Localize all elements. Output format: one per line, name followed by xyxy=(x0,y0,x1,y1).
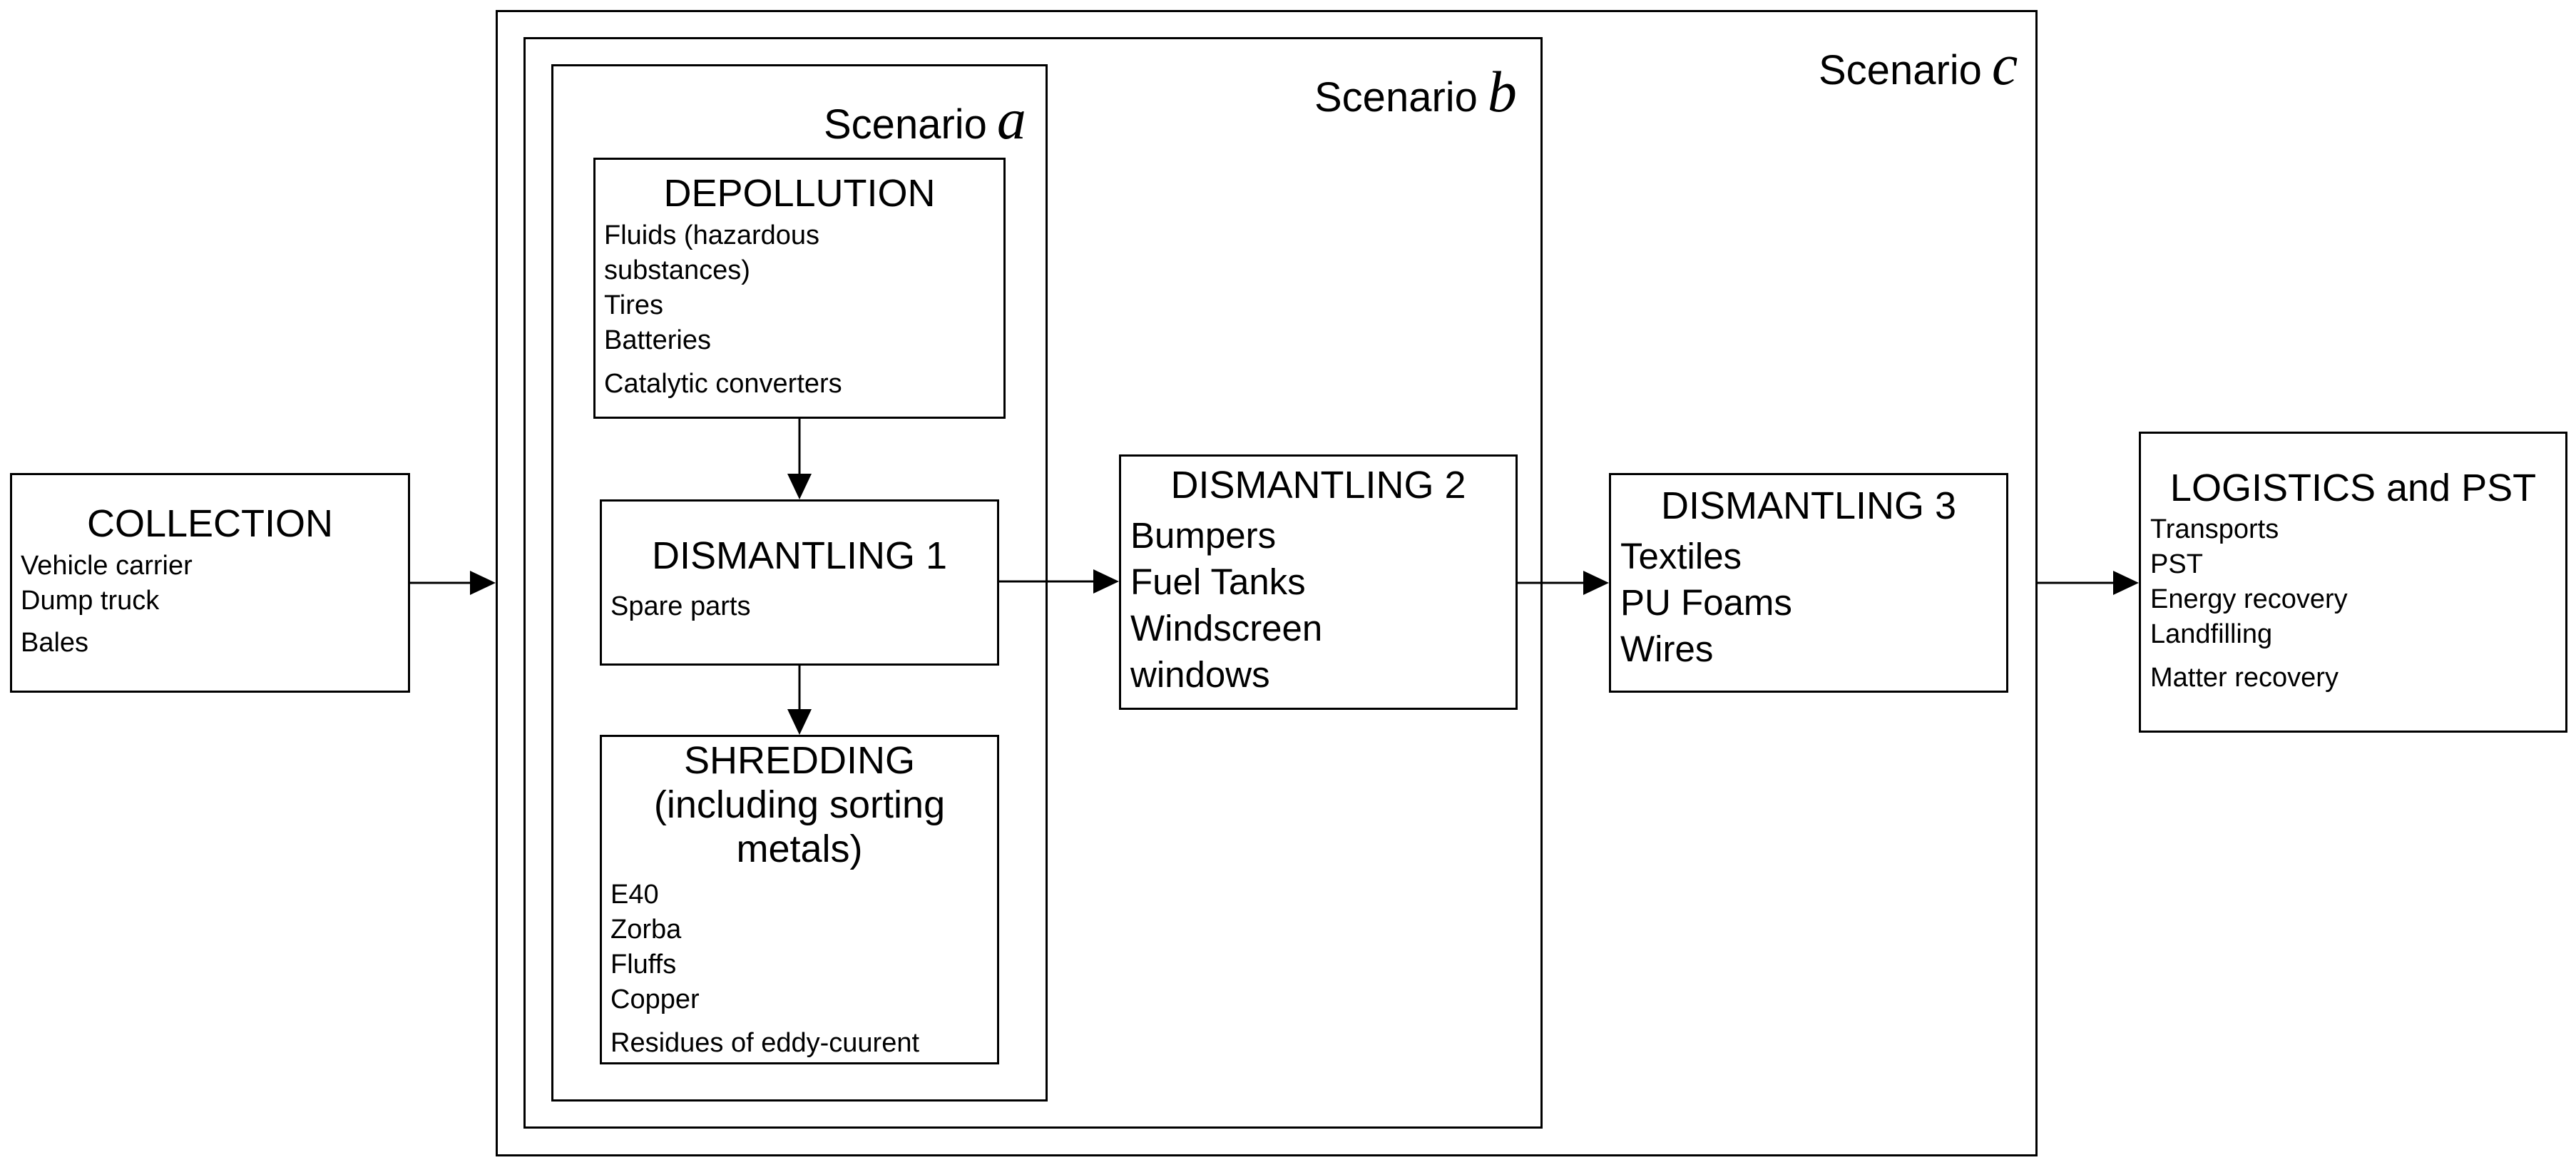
arrowhead-icon xyxy=(470,571,496,595)
dismantling-2-item: Windscreen xyxy=(1130,608,1323,648)
depollution-title: DEPOLLUTION xyxy=(663,172,936,215)
dismantling-2-item: windows xyxy=(1130,654,1270,695)
shredding-item: E40 xyxy=(610,880,659,910)
dismantling-3-item: Textiles xyxy=(1620,536,1742,576)
depollution-item: Tires xyxy=(604,290,664,320)
logistics-title: LOGISTICS and PST xyxy=(2169,467,2537,509)
arrowhead-icon xyxy=(2113,571,2139,595)
arrowhead-icon xyxy=(1093,569,1119,594)
arrowhead-icon xyxy=(787,474,812,499)
dismantling-2-box: DISMANTLING 2 Bumpers Fuel Tanks Windscr… xyxy=(1119,454,1518,710)
shredding-item: Fluffs xyxy=(610,950,677,980)
dismantling-2-item: Bumpers xyxy=(1130,515,1277,556)
logistics-item: Matter recovery xyxy=(2150,663,2339,693)
dismantling-1-box: DISMANTLING 1 Spare parts xyxy=(600,499,999,666)
shredding-title-line: metals) xyxy=(736,828,863,870)
scenario-c-word: Scenario xyxy=(1819,47,1982,93)
shredding-item: Residues of eddy-cuurent xyxy=(610,1028,920,1058)
collection-item: Vehicle carrier xyxy=(21,551,193,581)
collection-box: COLLECTION Vehicle carrier Dump truck Ba… xyxy=(10,473,410,693)
logistics-item: Energy recovery xyxy=(2150,584,2348,614)
logistics-box: LOGISTICS and PST Transports PST Energy … xyxy=(2139,432,2567,733)
scenario-c-frame xyxy=(496,10,2038,1156)
arrowhead-icon xyxy=(1583,571,1609,595)
arrowhead-icon xyxy=(787,709,812,735)
scenario-b-word: Scenario xyxy=(1314,74,1478,121)
dismantling-3-title: DISMANTLING 3 xyxy=(1660,484,1957,527)
scenario-a-word: Scenario xyxy=(824,101,987,148)
dismantling-2-item: Fuel Tanks xyxy=(1130,561,1306,602)
shredding-box: SHREDDING (including sorting metals) E40… xyxy=(600,735,999,1064)
dismantling-3-item: Wires xyxy=(1620,629,1714,669)
shredding-item: Zorba xyxy=(610,915,682,945)
depollution-item: substances) xyxy=(604,255,750,285)
scenario-a-letter: a xyxy=(996,86,1026,151)
scenario-b-letter: b xyxy=(1487,59,1517,124)
depollution-item: Fluids (hazardous xyxy=(604,220,820,250)
logistics-item: Landfilling xyxy=(2150,619,2273,649)
depollution-item: Batteries xyxy=(604,325,711,355)
depollution-item: Catalytic converters xyxy=(604,369,842,399)
depollution-box: DEPOLLUTION Fluids (hazardous substances… xyxy=(593,158,1006,419)
shredding-item: Copper xyxy=(610,985,700,1014)
shredding-title-line: (including sorting xyxy=(653,783,946,826)
scenario-c-letter: c xyxy=(1991,32,2018,97)
logistics-item: PST xyxy=(2150,549,2203,579)
collection-item: Dump truck xyxy=(21,586,160,616)
shredding-title-line: SHREDDING xyxy=(683,739,916,782)
logistics-item: Transports xyxy=(2150,514,2279,544)
dismantling-1-title: DISMANTLING 1 xyxy=(651,534,948,577)
collection-title: COLLECTION xyxy=(86,502,334,545)
dismantling-2-title: DISMANTLING 2 xyxy=(1170,464,1466,507)
collection-item: Bales xyxy=(21,628,89,658)
scenario-a-frame xyxy=(551,64,1048,1102)
dismantling-3-item: PU Foams xyxy=(1620,582,1792,623)
dismantling-1-item: Spare parts xyxy=(610,591,751,621)
dismantling-3-box: DISMANTLING 3 Textiles PU Foams Wires xyxy=(1609,473,2008,693)
